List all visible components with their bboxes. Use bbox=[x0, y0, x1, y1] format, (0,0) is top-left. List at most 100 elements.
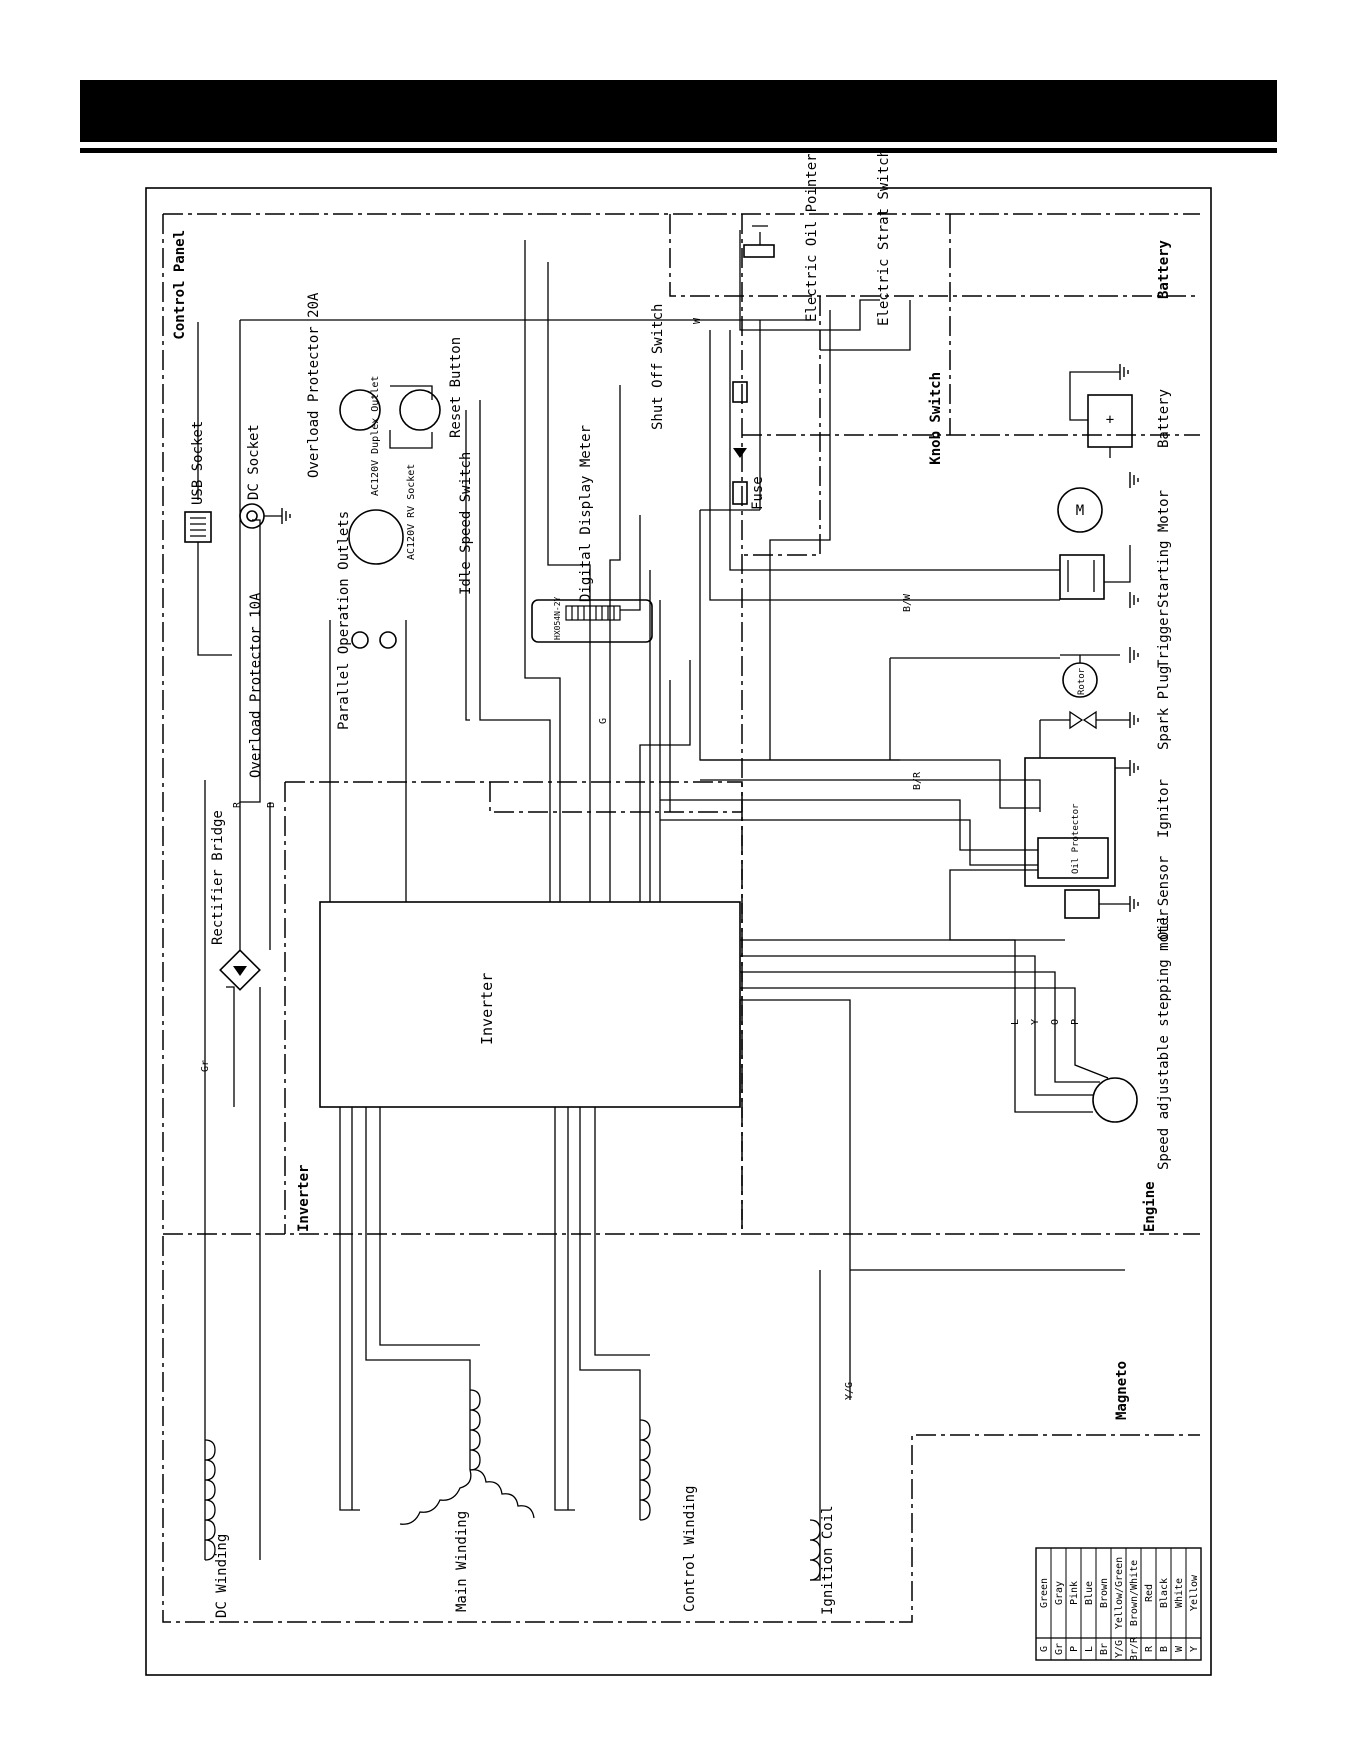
legend-color-name: Pink bbox=[1069, 1581, 1080, 1605]
label-ac120v-duplex: AC120V Duplex Outlet bbox=[370, 376, 381, 496]
legend-color-name: Blue bbox=[1084, 1581, 1095, 1605]
wire-label-g: G bbox=[598, 718, 609, 724]
label-reset-button: Reset Button bbox=[448, 337, 464, 438]
label-overload-protector-20a: Overload Protector 20A bbox=[306, 292, 322, 478]
starting-motor-symbol bbox=[1057, 487, 1131, 600]
header-rule bbox=[80, 148, 1277, 153]
label-ignition-coil: Ignition Coil bbox=[820, 1505, 836, 1615]
label-stepping-motor: Speed adjustable stepping moter bbox=[1156, 909, 1172, 1170]
label-idle-speed-switch: Idle Speed Switch bbox=[458, 452, 474, 595]
label-usb-socket: USB Socket bbox=[190, 421, 206, 505]
legend-color-name: Yellow/Green bbox=[1114, 1557, 1125, 1629]
inverter-box bbox=[319, 901, 741, 1108]
label-ignitor: Ignitor bbox=[1156, 779, 1172, 838]
section-label-engine: Engine bbox=[1142, 1181, 1158, 1232]
label-electric-oil-pointer: Electric Oil Pointer bbox=[804, 153, 820, 322]
battery-symbol: + bbox=[1069, 371, 1133, 458]
section-label-inverter: Inverter bbox=[296, 1165, 312, 1232]
svg-text:+: + bbox=[1106, 412, 1114, 428]
legend-code: B bbox=[1159, 1646, 1170, 1652]
ignitor-box bbox=[1024, 757, 1130, 887]
legend-code: Br bbox=[1099, 1643, 1110, 1655]
label-control-winding: Control Winding bbox=[682, 1486, 698, 1612]
legend-code: W bbox=[1174, 1645, 1185, 1652]
label-starting-motor: Starting Motor bbox=[1156, 490, 1172, 608]
label-oil-protector: Oil Protector bbox=[1071, 803, 1081, 874]
usb-socket-symbol bbox=[184, 511, 212, 543]
legend-color-name: Black bbox=[1159, 1578, 1170, 1608]
rv-socket-symbol bbox=[348, 509, 404, 565]
ignition-coil bbox=[809, 1519, 821, 1581]
legend-code: Br/R bbox=[1129, 1636, 1140, 1661]
meter-pins bbox=[565, 605, 621, 621]
dc-socket-symbol bbox=[239, 503, 282, 529]
rotor-symbol bbox=[1060, 654, 1120, 698]
section-boundaries bbox=[162, 213, 1200, 1623]
label-overload-protector-10a: Overload Protector 10A bbox=[248, 592, 264, 778]
section-label-magneto: Magneto bbox=[1114, 1361, 1130, 1420]
legend-color-name: Red bbox=[1144, 1584, 1155, 1602]
duplex-outlet-symbol bbox=[339, 389, 441, 431]
label-rectifier-bridge: Rectifier Bridge bbox=[210, 810, 226, 945]
section-label-knob-switch: Knob Switch bbox=[928, 372, 944, 465]
rectifier-bridge-symbol bbox=[219, 949, 261, 991]
fuse-symbol bbox=[732, 381, 748, 505]
label-rotor: Rotor bbox=[1077, 667, 1087, 695]
wire-label-w: W bbox=[692, 317, 703, 324]
electric-oil-pointer-symbol bbox=[743, 225, 775, 258]
wire-label-yg: Y/G bbox=[844, 1382, 855, 1400]
legend-code: P bbox=[1069, 1646, 1080, 1652]
legend-frame bbox=[1035, 1547, 1202, 1661]
legend-color-name: Brown/White bbox=[1129, 1560, 1140, 1626]
label-electric-start-switch: Electric Strat Switch bbox=[876, 149, 892, 326]
label-oil-sensor: Oil Sensor bbox=[1156, 856, 1172, 940]
stepping-motor-symbol bbox=[1014, 1030, 1138, 1123]
label-parallel-outlets: Parallel Operation Outlets bbox=[336, 511, 352, 730]
label-shut-off-switch: Shut Off Switch bbox=[650, 304, 666, 430]
label-inverter: Inverter bbox=[478, 973, 496, 1045]
label-ac120v-rv: AC120V RV Socket bbox=[406, 464, 417, 560]
legend-code: Y/G bbox=[1114, 1640, 1125, 1658]
section-label-control-panel: Control Panel bbox=[172, 230, 188, 340]
wire-label-p: P bbox=[1070, 1019, 1081, 1025]
wire-label-gr: Gr bbox=[200, 1060, 211, 1072]
label-fuse: Fuse bbox=[750, 476, 766, 510]
label-trigger: Trigger bbox=[1156, 609, 1172, 668]
wire-label-br: B/R bbox=[912, 771, 923, 790]
legend-code: Y bbox=[1189, 1646, 1200, 1652]
wire-label-r: R bbox=[232, 801, 243, 808]
wire-label-y: Y bbox=[1030, 1019, 1041, 1025]
wire-label-o: O bbox=[1050, 1019, 1061, 1025]
wire-label-b: B bbox=[266, 802, 277, 808]
legend-color-name: Gray bbox=[1054, 1581, 1065, 1605]
wire-label-bw: B/W bbox=[902, 593, 913, 612]
label-main-winding: Main Winding bbox=[454, 1511, 470, 1612]
legend-color-name: Yellow bbox=[1189, 1574, 1200, 1611]
section-label-battery: Battery bbox=[1156, 239, 1172, 299]
legend-code: G bbox=[1039, 1646, 1050, 1652]
legend-code: R bbox=[1144, 1645, 1155, 1652]
wires bbox=[197, 230, 1125, 1581]
dc-winding-coil bbox=[204, 1439, 216, 1561]
legend-color-name: Brown bbox=[1099, 1578, 1110, 1608]
digital-display-meter-box bbox=[531, 599, 653, 643]
wire-label-l: L bbox=[1010, 1019, 1021, 1025]
label-digital-display-meter: Digital Display Meter bbox=[578, 425, 594, 602]
label-battery: Battery bbox=[1156, 389, 1172, 448]
spark-plug-symbol bbox=[1040, 710, 1130, 730]
label-spark-plug: Spark Plug bbox=[1156, 666, 1172, 750]
control-winding-coil bbox=[639, 1419, 651, 1521]
label-motor-symbol: M bbox=[1076, 503, 1084, 519]
legend-code: Gr bbox=[1054, 1643, 1065, 1655]
main-winding-coil bbox=[399, 1389, 535, 1525]
parallel-outlets-symbol bbox=[351, 631, 397, 649]
legend-code: L bbox=[1084, 1646, 1095, 1652]
legend-color-name: White bbox=[1174, 1578, 1185, 1608]
header-bar bbox=[80, 80, 1277, 142]
label-dc-socket: DC Socket bbox=[246, 424, 262, 500]
legend-color-name: Green bbox=[1039, 1578, 1050, 1608]
label-meter-model: HX054N-2Y bbox=[553, 596, 562, 640]
oil-sensor-symbol bbox=[1064, 889, 1130, 919]
